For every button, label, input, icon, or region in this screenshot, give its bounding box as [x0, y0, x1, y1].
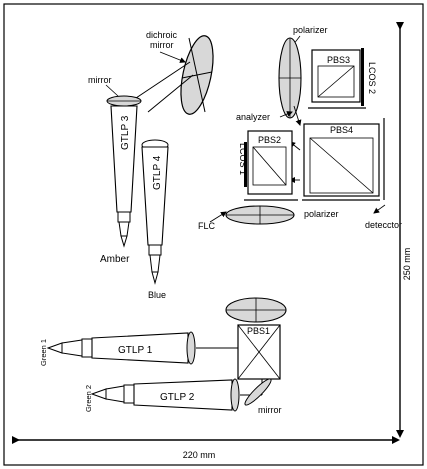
gtlp4-label: GTLP 4 [152, 155, 163, 190]
analyzer-leader [279, 111, 293, 118]
dichroic-mirror-label: dichroic mirror [146, 30, 180, 50]
gtlp4-laser [141, 139, 169, 285]
mirror-bottom-element [244, 378, 272, 406]
gtlp3-laser [110, 105, 138, 248]
lcos1-label: LCOS 1 [238, 143, 248, 175]
green2-label: Green 2 [84, 385, 93, 412]
detector-label: detecctor [365, 220, 402, 230]
height-dimension-label: 250 mm [402, 248, 412, 281]
polarizer-top-element [278, 37, 302, 119]
dichroic-line2: mirror [150, 40, 174, 50]
beam-arrow-a [293, 105, 302, 126]
amber-label: Amber [100, 254, 130, 265]
flc-leader [209, 211, 227, 223]
dichroic-mirror-lens [180, 35, 214, 115]
pbs3-label: PBS3 [327, 55, 350, 65]
pbs1-cube [237, 324, 281, 380]
mirror-top-leader [105, 84, 119, 97]
mirror-top-element [106, 95, 142, 107]
polarizer-bottom-label: polarizer [304, 209, 339, 219]
pbs2-label: PBS2 [258, 135, 281, 145]
flc-label: FLC [198, 221, 216, 231]
mirror-bottom-label: mirror [258, 405, 282, 415]
lcos1-panel [244, 142, 247, 187]
pbs1-lens [225, 297, 287, 323]
gtlp1-label: GTLP 1 [118, 345, 153, 356]
pbs1-label: PBS1 [247, 326, 270, 336]
pbs3-cube [311, 49, 361, 103]
dichroic-leader [159, 51, 186, 63]
beam-gtlp3-dichroic [132, 61, 191, 101]
polarizer-top-label: polarizer [293, 25, 328, 35]
detector-leader [373, 204, 386, 214]
mirror-top-label: mirror [88, 75, 112, 85]
blue-label: Blue [148, 290, 166, 300]
outer-frame [3, 3, 424, 466]
beam-gtlp4-dichroic [147, 74, 194, 113]
pbs2-cube [247, 130, 293, 195]
gtlp2-label: GTLP 2 [160, 392, 195, 403]
gtlp1-laser [46, 331, 196, 365]
pbs4-label: PBS4 [330, 125, 353, 135]
green1-label: Green 1 [39, 339, 48, 366]
dichroic-line1: dichroic [146, 30, 178, 40]
polarizer-bottom-element [225, 205, 295, 225]
gtlp3-label: GTLP 3 [120, 115, 131, 150]
width-dimension-label: 220 mm [183, 450, 216, 460]
lcos2-label: LCOS 2 [367, 62, 377, 94]
analyzer-label: analyzer [236, 112, 270, 122]
pbs4-cube [303, 123, 380, 197]
lcos2-panel [361, 48, 364, 106]
gtlp2-laser [90, 378, 240, 412]
